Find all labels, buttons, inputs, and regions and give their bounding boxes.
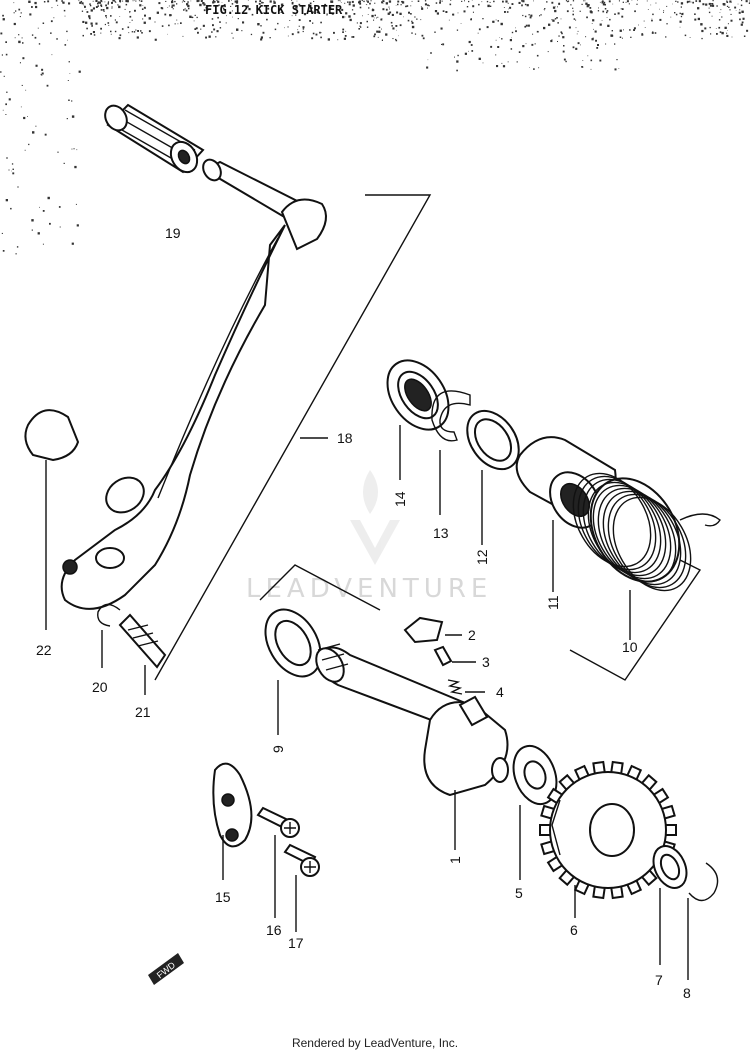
part-8-circlip[interactable] [688, 862, 719, 902]
part-12-washer[interactable] [457, 401, 530, 479]
scan-noise [0, 0, 750, 255]
group-bracket-lever [154, 194, 432, 681]
callout-8: 8 [683, 985, 691, 1001]
part-4-spring[interactable] [447, 679, 463, 695]
part-7-washer[interactable] [647, 841, 693, 894]
part-9-washer[interactable] [254, 600, 332, 686]
callout-16: 16 [266, 922, 282, 938]
callout-6: 6 [570, 922, 578, 938]
callout-15: 15 [215, 889, 231, 905]
part-21-bolt[interactable] [118, 613, 167, 669]
callout-12: 12 [474, 549, 490, 565]
callout-4: 4 [496, 684, 504, 700]
footer-credit: Rendered by LeadVenture, Inc. [291, 1036, 459, 1050]
part-2-pawl[interactable] [403, 616, 444, 644]
front-direction-marker: FWD [148, 953, 184, 985]
part-18-kick-lever[interactable] [60, 156, 327, 610]
watermark-text: LEADVENTURE [246, 574, 492, 604]
part-14-oil-seal[interactable] [375, 349, 461, 441]
callout-19: 19 [165, 225, 181, 241]
callout-11: 11 [545, 595, 561, 610]
callout-17: 17 [288, 935, 304, 951]
watermark-logo [350, 470, 400, 565]
part-22-cap[interactable] [24, 409, 80, 462]
group-bracket-shaft [259, 564, 381, 611]
part-15-stopper-plate[interactable] [212, 762, 253, 848]
part-19-grip[interactable] [101, 102, 205, 177]
figure-title: FIG.12 KICK STARTER [205, 3, 343, 17]
callout-18: 18 [337, 430, 353, 446]
part-5-washer[interactable] [506, 740, 564, 810]
callout-10: 10 [622, 639, 638, 655]
part-16-screw[interactable] [256, 806, 300, 838]
callout-21: 21 [135, 704, 151, 720]
callout-1: 1 [447, 856, 463, 864]
callout-3: 3 [482, 654, 490, 670]
callout-9: 9 [270, 745, 286, 753]
callout-20: 20 [92, 679, 108, 695]
callout-5: 5 [515, 885, 523, 901]
part-17-screw[interactable] [283, 843, 320, 877]
callout-7: 7 [655, 972, 663, 988]
part-1-kick-shaft[interactable] [311, 643, 509, 797]
part-6-kick-gear[interactable] [539, 760, 677, 900]
part-10-return-spring[interactable] [558, 460, 721, 605]
part-13-circlip[interactable] [431, 390, 471, 442]
callout-13: 13 [433, 525, 449, 541]
callout-14: 14 [392, 491, 408, 507]
part-3-pin[interactable] [433, 645, 453, 667]
callout-2: 2 [468, 627, 476, 643]
part-20-circlip[interactable] [97, 603, 121, 627]
callout-22: 22 [36, 642, 52, 658]
